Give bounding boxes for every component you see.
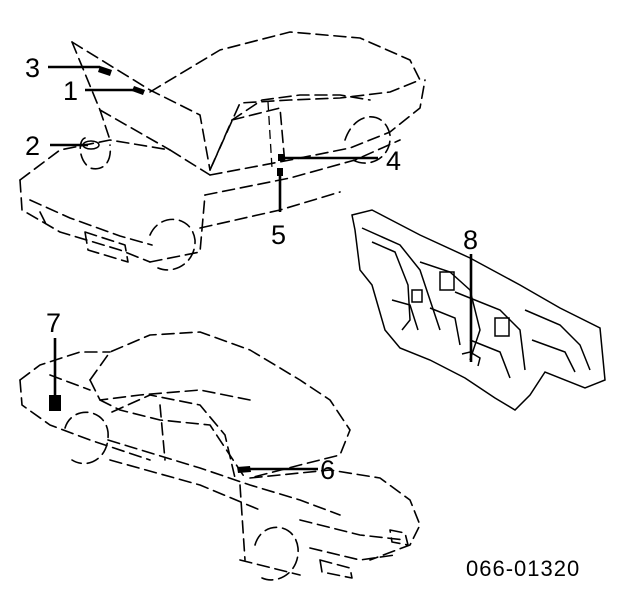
- label-marker-5: [277, 168, 283, 176]
- radiator-support-outline: [351, 209, 606, 411]
- callout-7: 7: [46, 308, 61, 338]
- label-marker-4: [278, 154, 284, 161]
- label-marker-7: [49, 395, 61, 411]
- diagram-code: 066-01320: [466, 556, 580, 581]
- label-marker-6: [237, 466, 251, 473]
- label-marker-3: [98, 66, 112, 76]
- callout-3: 3: [25, 53, 40, 83]
- callout-4: 4: [386, 146, 401, 176]
- label-markers: [49, 66, 284, 473]
- callout-numbers: 3 1 2 4 5 8 7 6: [25, 53, 478, 485]
- callout-1: 1: [63, 76, 78, 106]
- bottom-car-outline: [19, 331, 421, 581]
- callout-6: 6: [320, 455, 335, 485]
- label-marker-1: [132, 86, 145, 95]
- callout-5: 5: [271, 220, 286, 250]
- leader-lines: [48, 65, 473, 471]
- callout-2: 2: [25, 131, 40, 161]
- callout-8: 8: [463, 225, 478, 255]
